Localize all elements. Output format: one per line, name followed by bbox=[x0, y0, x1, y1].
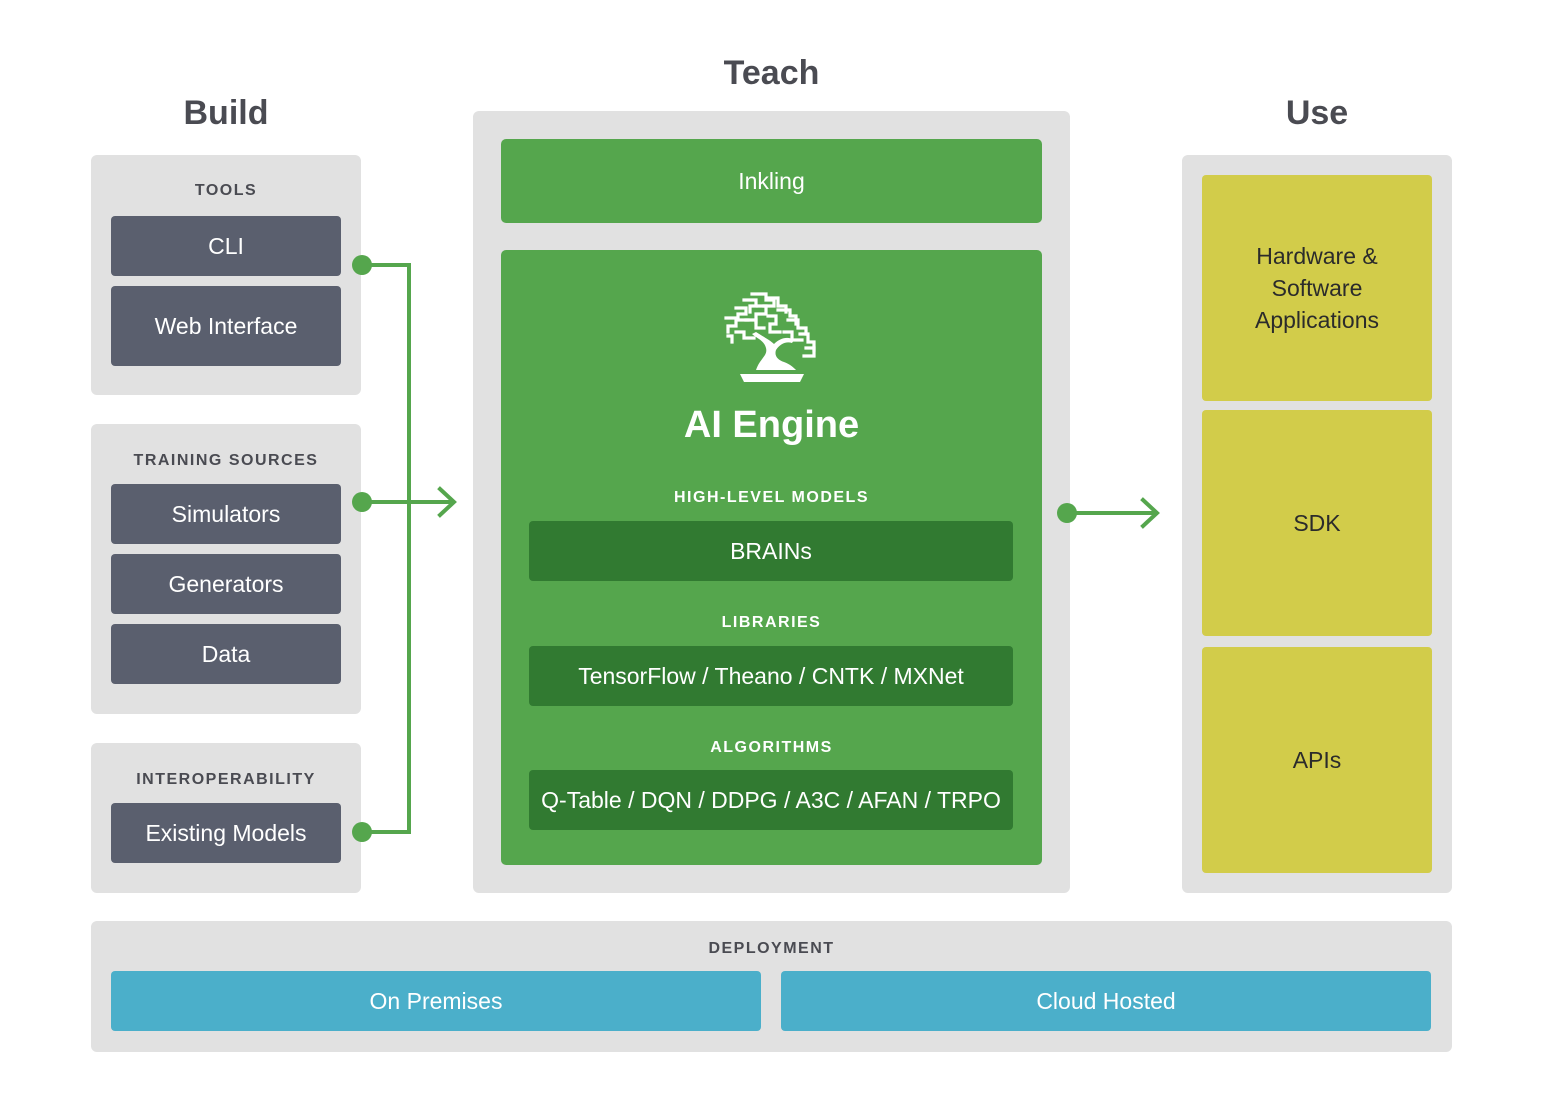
teach-panel: Inkling AI bbox=[473, 111, 1070, 893]
data-box[interactable]: Data bbox=[111, 624, 341, 684]
interoperability-panel: INTEROPERABILITY Existing Models bbox=[91, 743, 361, 893]
inkling-box[interactable]: Inkling bbox=[501, 139, 1042, 223]
simulators-box[interactable]: Simulators bbox=[111, 484, 341, 544]
interoperability-connector-dot bbox=[352, 822, 372, 842]
deployment-panel: DEPLOYMENT On Premises Cloud Hosted bbox=[91, 921, 1452, 1052]
cli-box[interactable]: CLI bbox=[111, 216, 341, 276]
teach-heading: Teach bbox=[723, 54, 820, 92]
deployment-caption: DEPLOYMENT bbox=[708, 940, 835, 957]
algorithms-box[interactable]: Q-Table / DQN / DDPG / A3C / AFAN / TRPO bbox=[529, 770, 1013, 830]
high-level-models-caption: HIGH-LEVEL MODELS bbox=[674, 489, 869, 506]
ai-engine-box: AI Engine HIGH-LEVEL MODELS BRAINs LIBRA… bbox=[501, 250, 1042, 865]
on-premises-box[interactable]: On Premises bbox=[111, 971, 761, 1031]
training-sources-panel: TRAINING SOURCES Simulators Generators D… bbox=[91, 424, 361, 714]
build-bus-line bbox=[360, 263, 411, 834]
tools-caption: TOOLS bbox=[194, 182, 258, 199]
ai-engine-title: AI Engine bbox=[683, 404, 860, 446]
build-heading: Build bbox=[183, 94, 269, 132]
teach-to-use-arrowhead bbox=[1140, 497, 1160, 529]
inkling-label: Inkling bbox=[738, 167, 805, 194]
algorithms-caption: ALGORITHMS bbox=[710, 739, 833, 756]
cloud-hosted-box[interactable]: Cloud Hosted bbox=[781, 971, 1431, 1031]
use-heading: Use bbox=[1285, 94, 1349, 132]
existing-models-box[interactable]: Existing Models bbox=[111, 803, 341, 863]
hardware-software-applications-label: Hardware & Software Applications bbox=[1254, 243, 1380, 333]
sdk-box[interactable]: SDK bbox=[1202, 410, 1432, 636]
tools-connector-dot bbox=[352, 255, 372, 275]
ai-engine-connector-dot bbox=[1057, 503, 1077, 523]
generators-box[interactable]: Generators bbox=[111, 554, 341, 614]
interoperability-caption: INTEROPERABILITY bbox=[136, 771, 316, 788]
training-sources-connector-dot bbox=[352, 492, 372, 512]
libraries-box[interactable]: TensorFlow / Theano / CNTK / MXNet bbox=[529, 646, 1013, 706]
libraries-caption: LIBRARIES bbox=[721, 614, 822, 631]
use-panel: Hardware & Software Applications SDK API… bbox=[1182, 155, 1452, 893]
tools-panel: TOOLS CLI Web Interface bbox=[91, 155, 361, 395]
brains-box[interactable]: BRAINs bbox=[529, 521, 1013, 581]
hardware-software-applications-box[interactable]: Hardware & Software Applications bbox=[1202, 175, 1432, 401]
web-interface-box[interactable]: Web Interface bbox=[111, 286, 341, 366]
bonsai-tree-icon bbox=[724, 292, 816, 382]
apis-box[interactable]: APIs bbox=[1202, 647, 1432, 873]
training-sources-caption: TRAINING SOURCES bbox=[133, 452, 319, 469]
build-to-teach-arrowhead bbox=[437, 486, 457, 518]
